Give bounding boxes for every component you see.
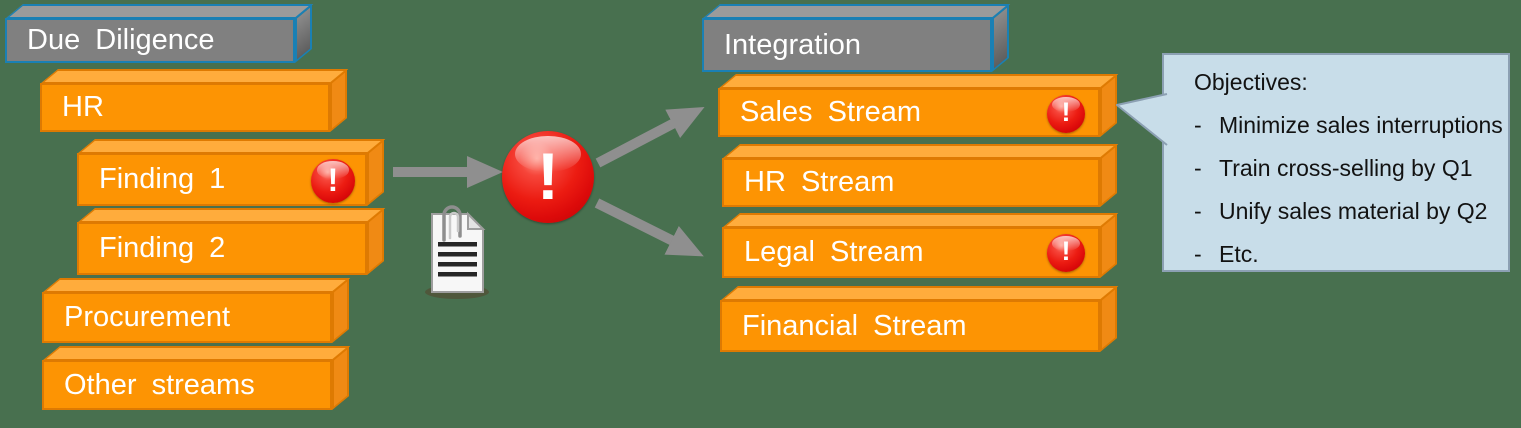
exclamation-glyph: ! [1061,236,1071,266]
finding-2-label: Finding 2 [99,232,226,264]
bar-front-face: Legal Stream ! [722,227,1100,278]
bar-top-face [722,213,1119,228]
bar-front-face: Finding 1 ! [77,153,367,206]
other-streams-label: Other streams [64,368,255,401]
integration-header-bar: Integration [702,3,1011,72]
callout-bullet-list: - Minimize sales interruptions - Train c… [1194,104,1508,276]
bar-top-face [77,208,386,223]
hr-stream-bar: HR Stream [722,143,1119,207]
callout-bullet: - Train cross-selling by Q1 [1194,147,1508,190]
arrow-to-sales-stream-icon [595,107,705,168]
bar-side-face [992,3,1009,72]
finding-1-bar: Finding 1 ! [77,138,386,206]
bullet-dash: - [1194,198,1202,224]
bar-top-face [42,278,351,293]
bar-top-face [702,4,1011,19]
arrow-to-legal-stream-icon [594,198,704,257]
bar-front-face: Sales Stream ! [718,88,1100,137]
legal-stream-label: Legal Stream [744,236,924,268]
bar-front-face: Integration [702,18,992,72]
procurement-bar: Procurement [42,277,351,343]
exclamation-glyph: ! [327,161,339,198]
bar-front-face: HR [40,83,330,132]
due-diligence-label: Due Diligence [27,24,215,56]
bar-top-face [720,286,1119,301]
bullet-dash: - [1194,155,1202,181]
finding-2-bar: Finding 2 [77,207,386,275]
bar-top-face [77,139,386,154]
bullet-text: Etc. [1219,241,1259,267]
bar-top-face [718,74,1119,89]
alert-icon: ! [311,159,355,203]
bar-front-face: Financial Stream [720,300,1100,352]
hr-label: HR [62,91,104,123]
callout-bullet: - Unify sales material by Q2 [1194,190,1508,233]
sales-stream-bar: Sales Stream ! [718,73,1119,137]
objectives-callout: Objectives: - Minimize sales interruptio… [1116,53,1510,272]
alert-icon: ! [1047,95,1085,133]
financial-stream-bar: Financial Stream [720,285,1119,352]
bar-top-face [40,69,349,84]
document-icon [425,205,489,299]
hr-stream-label: HR Stream [744,166,895,198]
callout-title: Objectives: [1194,69,1308,95]
procurement-label: Procurement [64,301,231,333]
bullet-dash: - [1194,112,1202,138]
bar-top-face [42,346,351,361]
bar-top-face [722,144,1119,159]
flow-arrows [393,107,705,257]
exclamation-glyph: ! [1061,97,1071,127]
callout-bullet: - Etc. [1194,233,1508,276]
central-alert-icon: ! [502,131,594,223]
bullet-text: Train cross-selling by Q1 [1219,155,1473,181]
bar-front-face: Finding 2 [77,222,367,275]
legal-stream-bar: Legal Stream ! [722,212,1119,278]
alert-icon: ! [1047,234,1085,272]
callout-bullet: - Minimize sales interruptions [1194,104,1508,147]
callout-pointer [1116,93,1168,146]
other-streams-bar: Other streams [42,345,351,410]
bar-front-face: Due Diligence [5,18,295,63]
financial-stream-label: Financial Stream [742,309,967,342]
sales-stream-label: Sales Stream [740,96,922,128]
exclamation-glyph: ! [537,138,559,213]
bar-front-face: HR Stream [722,158,1100,207]
finding-1-label: Finding 1 [99,163,226,195]
bar-front-face: Procurement [42,292,332,343]
bullet-text: Minimize sales interruptions [1219,112,1503,138]
bullet-text: Unify sales material by Q2 [1219,198,1488,224]
due-diligence-header-bar: Due Diligence [5,3,314,63]
bar-front-face: Other streams [42,360,332,410]
integration-label: Integration [724,28,862,61]
bar-top-face [5,4,314,19]
hr-bar: HR [40,68,349,132]
bullet-dash: - [1194,241,1202,267]
